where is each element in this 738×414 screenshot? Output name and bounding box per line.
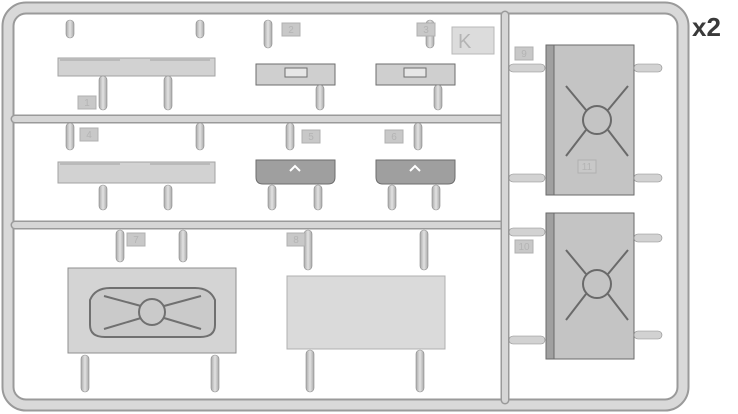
gate-peg (65, 122, 75, 151)
gate-peg (195, 122, 205, 151)
part-number: 3 (423, 25, 429, 36)
gate-peg (65, 19, 75, 39)
gate-peg (387, 184, 397, 211)
part-number-tag: 2 (281, 22, 301, 37)
gate-peg (315, 84, 325, 111)
gate-peg (415, 349, 425, 393)
part-number: 11 (582, 162, 593, 173)
part-number-tag: 1 (77, 95, 97, 110)
part-number: 6 (391, 132, 397, 143)
gate-peg (508, 63, 546, 73)
part-8-plate (286, 275, 446, 350)
gate-peg (633, 233, 663, 243)
sprue-multiplier-label: x2 (692, 12, 721, 42)
gate-peg (431, 184, 441, 211)
part-number: 7 (133, 235, 139, 246)
gate-peg (508, 227, 546, 237)
part-number-tag: 7 (126, 232, 146, 247)
sprue-letter-tab: K (451, 26, 495, 55)
gate-peg (313, 184, 323, 211)
gate-peg (98, 184, 108, 211)
gate-peg (633, 63, 663, 73)
gate-peg (419, 229, 429, 271)
sprue-letter: K (458, 31, 472, 53)
part-number: 4 (86, 130, 92, 141)
part-number-tag: 5 (301, 129, 321, 144)
part-number: 1 (84, 98, 90, 109)
gate-peg (633, 330, 663, 340)
part-2-clip (255, 63, 336, 86)
part-6-bracket (375, 159, 456, 185)
part-number-tags: 1 2 3 4 5 6 7 8 9 10 11 (77, 22, 597, 254)
gate-peg (98, 75, 108, 111)
gate-peg (267, 184, 277, 211)
gate-peg (303, 229, 313, 271)
part-3-clip (375, 63, 456, 86)
part-number-tag: 4 (79, 127, 99, 142)
gate-peg (285, 122, 295, 151)
part-7-plate (67, 267, 237, 354)
part-10-box (545, 212, 635, 360)
part-number-tag: 11 (577, 159, 597, 174)
gate-peg (115, 229, 125, 263)
gate-peg (263, 19, 273, 49)
gate-peg (178, 229, 188, 263)
part-number-tag: 3 (416, 22, 436, 37)
part-1-strip (57, 57, 216, 77)
part-number: 2 (288, 25, 294, 36)
part-5-bracket (255, 159, 336, 185)
gate-peg (305, 349, 315, 393)
gate-peg (163, 75, 173, 111)
gate-peg (508, 335, 546, 345)
sprue-frame-highlight (3, 3, 688, 410)
part-number-tag: 6 (384, 129, 404, 144)
runners (10, 10, 510, 405)
gate-peg (195, 19, 205, 39)
gate-peg (433, 84, 443, 111)
part-number: 9 (521, 49, 527, 60)
part-number-tag: 9 (514, 46, 534, 61)
part-number-tag: 10 (514, 239, 534, 254)
part-number-tag: 8 (286, 232, 306, 247)
part-4-strip (57, 161, 216, 184)
gate-peg (508, 173, 546, 183)
gate-peg (80, 354, 90, 393)
gate-peg (163, 184, 173, 211)
part-number: 5 (308, 132, 314, 143)
part-number: 8 (293, 235, 299, 246)
gate-peg (413, 122, 423, 151)
gate-peg (210, 354, 220, 393)
part-number: 10 (518, 242, 530, 253)
gate-peg (633, 173, 663, 183)
